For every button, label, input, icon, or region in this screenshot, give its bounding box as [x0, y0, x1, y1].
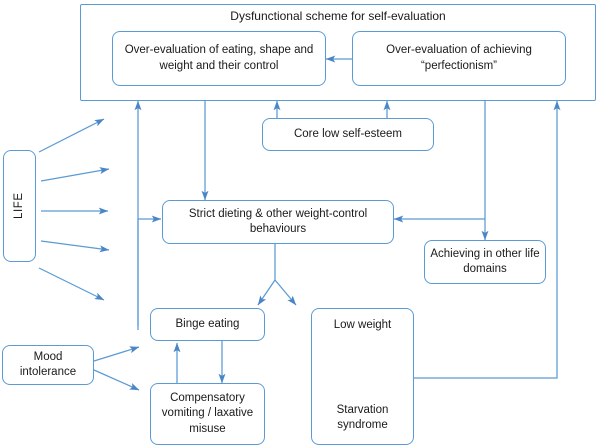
node-over-evaluation-achieving[interactable]: Over-evaluation of achieving “perfection…	[352, 31, 566, 86]
node-low-weight-label: Low weight	[333, 319, 392, 331]
edge-mood-to-binge	[93, 346, 140, 362]
node-core-low-self-esteem-label: Core low self-esteem	[293, 127, 402, 140]
dysfunctional-scheme-container	[80, 4, 596, 101]
node-core-low-self-esteem[interactable]: Core low self-esteem	[262, 118, 434, 151]
node-starvation-syndrome-label: Starvation syndrome	[336, 403, 389, 431]
node-compensatory-vomiting[interactable]: Compensatory vomiting / laxative misuse	[150, 383, 265, 445]
node-strict-dieting[interactable]: Strict dieting & other weight-control be…	[162, 200, 394, 244]
node-compensatory-vomiting-label: Compensatory vomiting / laxative misuse	[161, 392, 254, 435]
edge-life-arrow-1	[38, 118, 105, 153]
node-over-evaluation-eating-label: Over-evaluation of eating, shape and wei…	[124, 44, 314, 72]
node-binge-eating-label: Binge eating	[175, 317, 240, 330]
node-over-evaluation-achieving-label: Over-evaluation of achieving “perfection…	[386, 44, 532, 72]
edge-life-arrow-5	[38, 267, 105, 301]
edge-strictdieting-to-binge	[257, 244, 276, 306]
edge-strictdieting-to-lowweight	[274, 279, 297, 306]
node-low-weight-starvation[interactable]: Low weight Starvation syndrome	[311, 308, 414, 445]
node-life-label: LIFE	[12, 192, 25, 220]
edge-mood-to-compensatory	[93, 369, 140, 391]
node-achieving-other-life-domains-label: Achieving in other life domains	[430, 247, 540, 275]
node-strict-dieting-label: Strict dieting & other weight-control be…	[188, 207, 368, 235]
node-binge-eating[interactable]: Binge eating	[150, 308, 265, 341]
node-mood-intolerance-label: Mood intolerance	[19, 350, 77, 378]
edge-life-arrow-4	[40, 240, 110, 253]
node-life[interactable]: LIFE	[3, 150, 36, 262]
dysfunctional-scheme-title: Dysfunctional scheme for self-evaluation	[230, 9, 446, 23]
node-over-evaluation-eating[interactable]: Over-evaluation of eating, shape and wei…	[112, 31, 326, 86]
edge-life-arrow-2	[40, 167, 110, 182]
node-achieving-other-life-domains[interactable]: Achieving in other life domains	[424, 240, 546, 284]
node-mood-intolerance[interactable]: Mood intolerance	[2, 345, 94, 385]
